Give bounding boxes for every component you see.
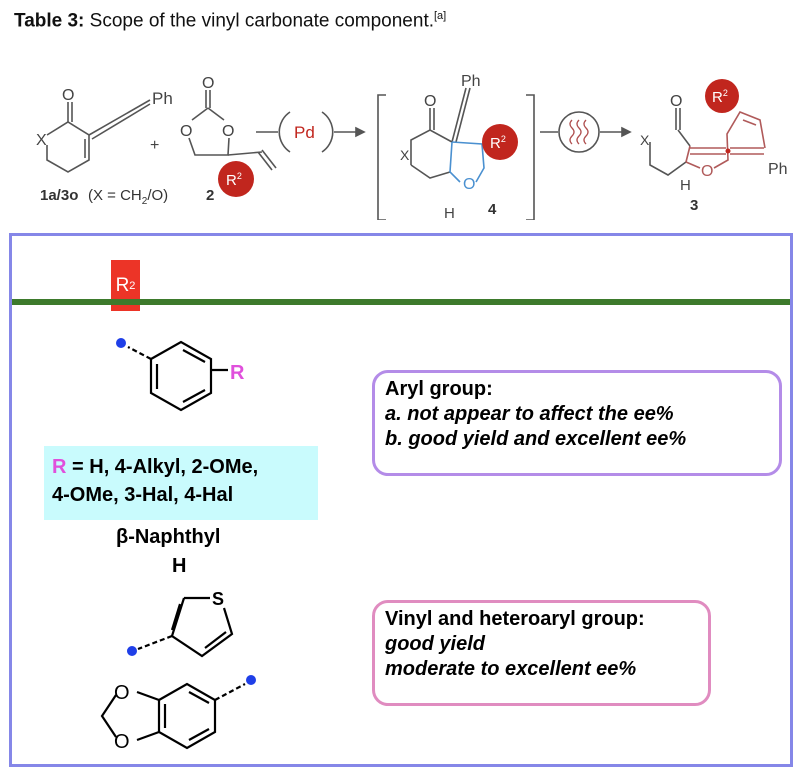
product-oxygen: O [670, 93, 682, 110]
pd-arrow [256, 111, 366, 153]
benzodioxole-attachment-point [246, 675, 256, 685]
note-vinyl-heteroaryl-group: Vinyl and heteroaryl group: good yield m… [372, 600, 711, 706]
heat-icon [569, 119, 589, 145]
aryl-structure [127, 340, 228, 412]
product-r2-circle [705, 79, 739, 113]
product-x: X [640, 132, 650, 148]
catalyst-pd: Pd [294, 123, 315, 142]
dioxole-oxygen-2: O [114, 731, 130, 753]
substrate2-ring-o1: O [180, 123, 192, 140]
substrate2-label: 2 [206, 187, 214, 204]
r-values-line-1: R = H, 4-Alkyl, 2-OMe, [52, 453, 310, 481]
heat-arrow [540, 111, 632, 153]
intermediate-furan-ring [449, 141, 485, 183]
r2-header-sup: 2 [129, 279, 136, 292]
substrate1-phenyl: Ph [152, 89, 173, 108]
r-values-line-2: 4-OMe, 3-Hal, 4-Hal [52, 484, 234, 506]
product-phenyl: Ph [768, 161, 788, 178]
aryl-attachment-point [116, 338, 126, 348]
substrate2-r2-circle [218, 161, 254, 197]
product-allene-ring [685, 111, 766, 169]
naphthyl-label: β-Naphthyl [116, 526, 221, 548]
aryl-r-values-box: R = H, 4-Alkyl, 2-OMe, 4-OMe, 3-Hal, 4-H… [44, 446, 318, 520]
note-aryl-group: Aryl group: a. not appear to affect the … [372, 370, 782, 476]
intermediate-oxygen: O [424, 93, 436, 110]
caption-label: Table 3: [14, 10, 85, 32]
intermediate-hydrogen: H [444, 205, 455, 220]
substrate1-label: 1a/3o [40, 187, 78, 204]
benzodioxole-structure [100, 682, 246, 750]
reaction-scheme: O X Ph 1a/3o (X = CH2/O) + O O O R2 2 Pd [36, 73, 788, 220]
note-aryl-line-b: b. good yield and excellent ee% [385, 428, 687, 450]
r-prefix: R [52, 456, 67, 478]
plus-sign: + [150, 137, 159, 154]
product-r2: R2 [712, 88, 728, 106]
r2-header-letter: R [115, 274, 130, 296]
substrate-2-structure [188, 90, 277, 171]
product-label: 3 [690, 197, 698, 214]
intermediate-structure [410, 87, 471, 179]
intermediate-x: X [400, 147, 410, 163]
substrate2-ring-o2: O [222, 123, 234, 140]
table-caption: Table 3: Scope of the vinyl carbonate co… [14, 10, 446, 32]
header-rule [12, 299, 790, 305]
intermediate-ring-o: O [463, 176, 475, 193]
substrate2-r2: R2 [226, 171, 242, 189]
dioxole-oxygen-1: O [114, 682, 130, 704]
r-values-text-1: = H, 4-Alkyl, 2-OMe, [66, 456, 259, 478]
substrate1-condition: (X = CH2/O) [88, 187, 168, 207]
intermediate-label: 4 [488, 201, 497, 218]
intermediate-r2-circle [482, 124, 518, 160]
product-hydrogen: H [680, 177, 691, 194]
thiophene-sulfur: S [212, 589, 224, 609]
intermediate-brackets [377, 94, 535, 220]
note-vinyl-line-2: moderate to excellent ee% [385, 658, 637, 680]
note-vinyl-line-1: good yield [385, 633, 485, 655]
aryl-r-substituent: R [230, 362, 245, 384]
note-aryl-line-a: a. not appear to affect the ee% [385, 403, 674, 425]
note-vinyl-title: Vinyl and heteroaryl group: [385, 608, 645, 630]
thiophene-attachment-point [127, 646, 137, 656]
substrate-1-structure [46, 99, 151, 173]
substrate1-oxygen: O [62, 87, 74, 104]
note-aryl-title: Aryl group: [385, 378, 493, 400]
caption-text: Scope of the vinyl carbonate component. [84, 10, 434, 32]
allene-center-dot [725, 148, 731, 154]
product-ring-o: O [701, 163, 713, 180]
substrate1-x: X [36, 132, 47, 149]
thiophene-structure [137, 596, 234, 658]
intermediate-phenyl: Ph [461, 73, 481, 90]
caption-footnote: [a] [434, 10, 447, 22]
intermediate-r2: R2 [490, 134, 506, 152]
product-structure [649, 108, 691, 176]
vinyl-h-label: H [172, 555, 187, 577]
substrate2-carbonyl-o: O [202, 75, 214, 92]
